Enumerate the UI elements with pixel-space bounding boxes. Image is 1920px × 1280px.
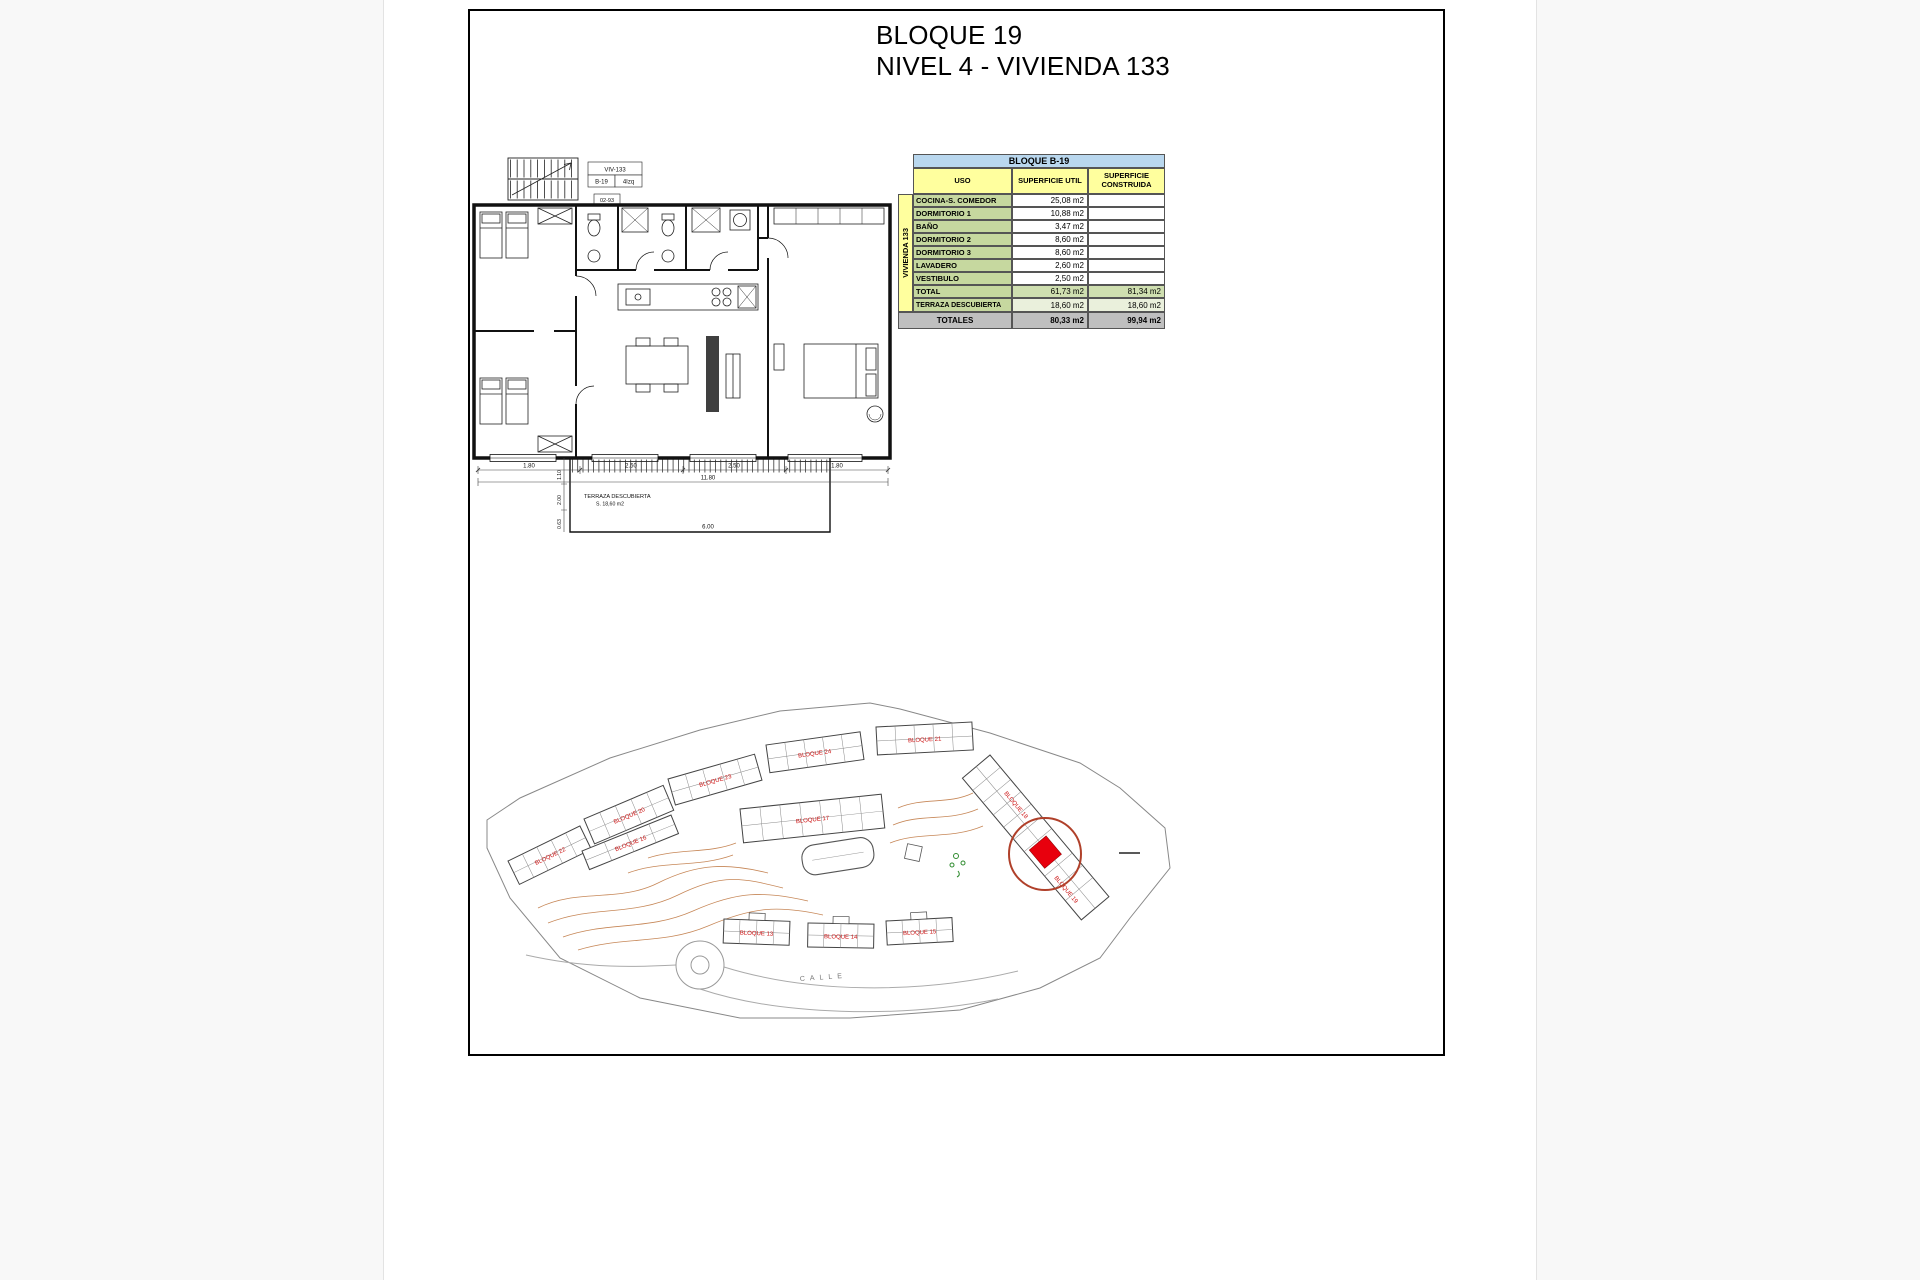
building-bloque-13: BLOQUE 13 [722,912,791,946]
column-header-uso: USO [913,168,1012,194]
row-util-lavadero: 2,60 m2 [1012,259,1088,272]
terrace-labels: TERRAZA DESCUBIERTA S. 18,60 m2 [584,494,651,508]
svg-text:BLOQUE 15: BLOQUE 15 [903,929,937,937]
row-construida-dormitorio2 [1088,233,1165,246]
row-label-dormitorio1: DORMITORIO 1 [913,207,1012,220]
row-construida-bano [1088,220,1165,233]
totales-row-construida: 99,94 m2 [1088,312,1165,329]
svg-text:2.50: 2.50 [728,464,740,470]
title-line-1: BLOQUE 19 [876,20,1023,50]
row-label-bano: BAÑO [913,220,1012,233]
terrace-width-dim: 6.00 [702,525,714,531]
row-util-bano: 3,47 m2 [1012,220,1088,233]
row-util-dormitorio1: 10,88 m2 [1012,207,1088,220]
column-header-superficie-construida: SUPERFICIE CONSTRUIDA [1088,168,1165,194]
svg-text:BLOQUE 17: BLOQUE 17 [796,816,830,826]
building-bloque-16: BLOQUE 16 [581,814,680,871]
row-construida-lavadero [1088,259,1165,272]
total-row-construida: 81,34 m2 [1088,285,1165,298]
svg-text:2.50: 2.50 [625,464,637,470]
svg-text:1.80: 1.80 [523,464,535,470]
roads [525,954,1019,1013]
page-margin-right [1536,0,1920,1280]
row-util-dormitorio3: 8,60 m2 [1012,246,1088,259]
street-label: CALLE [800,973,848,983]
legend-unit: VIV-133 [604,168,626,174]
door-arcs [575,237,789,405]
site-plan: BLOQUE 22 BLOQUE 20 BLOQUE 23 BLOQUE 24 … [486,702,1171,1019]
floor-plan: VIV-133 B-19 4Izq 02-93 [472,157,892,533]
dimensions [475,458,891,532]
svg-text:0.63: 0.63 [557,519,563,529]
svg-text:2.00: 2.00 [557,495,563,505]
svg-text:11.80: 11.80 [701,476,716,482]
terrace-area: S. 18,60 m2 [596,502,624,508]
svg-text:BLOQUE 13: BLOQUE 13 [740,931,774,938]
svg-text:BLOQUE 24: BLOQUE 24 [798,749,833,760]
row-construida-dormitorio1 [1088,207,1165,220]
building-bloque-21: BLOQUE 21 [875,721,974,756]
svg-text:1.10: 1.10 [557,470,563,480]
building-bloque-14: BLOQUE 14 [807,916,875,949]
apartment-walls [472,203,892,460]
page-margin-left [0,0,384,1280]
contour-lines [537,792,984,951]
roundabout-center [690,955,710,975]
building-bloque-17: BLOQUE 17 [739,793,886,844]
row-util-vestibulo: 2,50 m2 [1012,272,1088,285]
row-construida-dormitorio3 [1088,246,1165,259]
terrace-label: TERRAZA DESCUBIERTA [584,494,651,500]
row-label-lavadero: LAVADERO [913,259,1012,272]
svg-text:BLOQUE 21: BLOQUE 21 [908,737,942,745]
column-header-superficie-util: SUPERFICIE UTIL [1012,168,1088,194]
terraza-row-label: TERRAZA DESCUBIERTA [913,298,1012,312]
total-row-util: 61,73 m2 [1012,285,1088,298]
row-label-cocina: COCINA-S. COMEDOR [913,194,1012,207]
row-label-dormitorio2: DORMITORIO 2 [913,233,1012,246]
legend-block: B-19 [595,180,608,186]
highlighted-unit [1028,835,1062,869]
building-bloque-22: BLOQUE 22 [507,825,592,886]
building-bloque-20: BLOQUE 20 [583,784,675,845]
table-title: BLOQUE B-19 [913,154,1165,168]
trees [949,853,966,878]
totales-row-util: 80,33 m2 [1012,312,1088,329]
area-table: BLOQUE B-19 USO SUPERFICIE UTIL SUPERFIC… [898,154,1166,330]
row-construida-cocina [1088,194,1165,207]
building-bloque-15: BLOQUE 15 [885,911,954,946]
building-bloque-24: BLOQUE 24 [765,731,865,774]
legend-position: 4Izq [623,180,634,186]
row-label-dormitorio3: DORMITORIO 3 [913,246,1012,259]
terrace [569,458,831,533]
total-row-label: TOTAL [913,285,1012,298]
row-label-vestibulo: VESTIBULO [913,272,1012,285]
svg-text:BLOQUE 14: BLOQUE 14 [824,934,858,941]
roundabout [675,940,725,990]
terraza-row-construida: 18,60 m2 [1088,298,1165,312]
legend-ref: 02-93 [600,198,614,204]
plan-legend: VIV-133 B-19 4Izq 02-93 [587,161,643,206]
pool [801,837,875,876]
table-side-label: VIVIENDA 133 [898,194,913,312]
pool-pad [904,843,923,862]
highlight-circle [1008,817,1082,891]
totales-row-label: TOTALES [898,312,1012,329]
windows [489,454,863,462]
row-util-dormitorio2: 8,60 m2 [1012,233,1088,246]
title-line-2: NIVEL 4 - VIVIENDA 133 [876,51,1170,81]
furniture [479,207,885,453]
building-bloque-23: BLOQUE 23 [667,753,763,806]
row-util-cocina: 25,08 m2 [1012,194,1088,207]
stairs [507,157,579,201]
terraza-row-util: 18,60 m2 [1012,298,1088,312]
row-construida-vestibulo [1088,272,1165,285]
svg-text:1.80: 1.80 [831,464,843,470]
dimension-labels: 1.80 2.50 2.50 1.80 11.80 1.10 2.00 0.63… [523,464,843,531]
page-title: BLOQUE 19 NIVEL 4 - VIVIENDA 133 [876,20,1170,82]
